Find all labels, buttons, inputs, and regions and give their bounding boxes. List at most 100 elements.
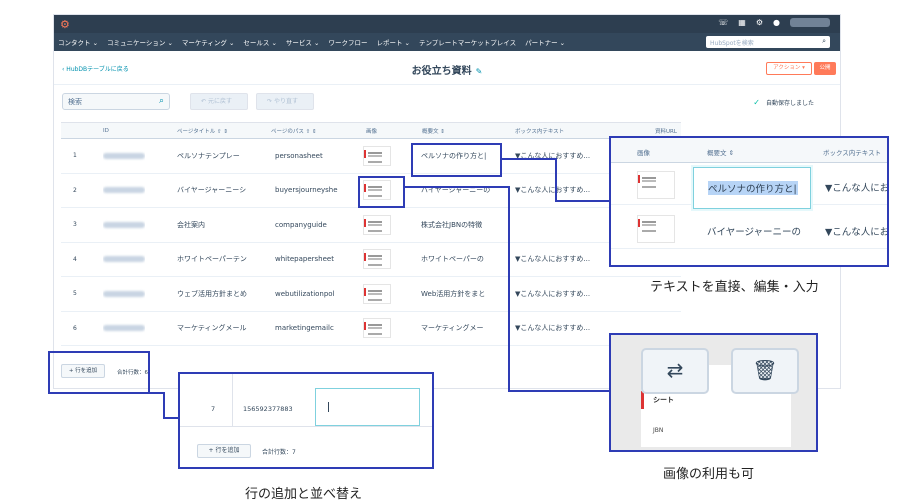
page-path-cell[interactable]: whitepapersheet <box>275 255 334 264</box>
settings-icon[interactable]: ⚙ <box>755 18 764 27</box>
nav-service[interactable]: サービス ⌄ <box>285 39 320 47</box>
connector-line <box>555 200 610 202</box>
col-image[interactable]: 画像 <box>366 128 378 135</box>
table-row[interactable]: 6 マーケティングメール marketingemailc マーケティングメー ▼こんな人… <box>61 312 681 346</box>
undo-label: 元に戻す <box>207 98 232 105</box>
replace-image-button[interactable]: ⇄ <box>641 348 709 394</box>
table-search-input[interactable]: 検索 ⌕ <box>62 93 170 110</box>
box-text-cell[interactable]: ▼こんな人におすすめ... <box>515 324 591 333</box>
summary-cell[interactable]: ペルソナの作り方と| <box>421 151 487 160</box>
global-search-input[interactable]: HubSpotを検索 ⌕ <box>706 36 830 48</box>
add-row-button[interactable]: + 行を追加 <box>61 364 105 378</box>
box-text-cell[interactable]: ▼こんな人におすすめ... <box>515 289 591 298</box>
thumbnail-image[interactable] <box>637 215 675 243</box>
page-path-cell[interactable]: marketingemailc <box>275 324 334 333</box>
thumbnail-image[interactable] <box>363 145 391 166</box>
trash-icon: 🗑 <box>752 358 778 382</box>
box-text-cell[interactable]: ▼こんな人におすすめ... <box>515 151 591 160</box>
page-title-cell[interactable]: バイヤージャーニーシ <box>177 186 247 195</box>
col-id[interactable]: ID <box>103 127 109 134</box>
thumbnail-image[interactable] <box>363 180 391 201</box>
table-row[interactable]: 3 会社案内 companyguide 株式会社JBNの特徴 <box>61 208 681 243</box>
summary-cell[interactable]: ホワイトペーパーの <box>421 255 484 264</box>
col-page-path[interactable]: ページのパス ⇧ ⇕ <box>271 128 317 135</box>
row-id-cell[interactable] <box>103 312 145 346</box>
nav-workflow[interactable]: ワークフロー <box>328 39 368 47</box>
page-title-cell[interactable]: ウェブ活用方針まとめ <box>177 289 247 298</box>
delete-image-button[interactable]: 🗑 <box>731 348 799 394</box>
thumbnail-image[interactable] <box>363 283 391 304</box>
nav-sales[interactable]: セールス ⌄ <box>243 39 277 47</box>
col-page-title[interactable]: ページタイトル ⇧ ⇕ <box>177 128 228 135</box>
undo-icon: ↶ <box>201 98 207 105</box>
swap-icon: ⇄ <box>666 358 684 382</box>
box-text-cell[interactable]: ▼こんな人にお <box>825 183 889 194</box>
page-path-cell[interactable]: personasheet <box>275 151 323 160</box>
thumbnail-image[interactable] <box>363 249 391 270</box>
row-id-cell[interactable] <box>103 174 145 208</box>
col-doc-url[interactable]: 資料URL <box>655 128 677 135</box>
page-path-cell[interactable]: webutilizationpol <box>275 289 335 298</box>
add-row-button[interactable]: + 行を追加 <box>197 444 251 458</box>
col-summary[interactable]: 概要文 ⇕ <box>422 128 445 135</box>
row-number: 6 <box>73 324 77 332</box>
summary-cell[interactable]: マーケティングメー <box>421 324 484 333</box>
page-path-cell[interactable]: buyersjourneyshe <box>275 186 338 195</box>
thumbnail-image[interactable] <box>363 214 391 235</box>
summary-selected-text[interactable]: ペルソナの作り方と| <box>708 181 798 195</box>
thumbnail-image[interactable] <box>363 318 391 339</box>
image-cell[interactable] <box>363 312 391 346</box>
pencil-icon[interactable]: ✎ <box>475 67 483 76</box>
page-title-cell[interactable]: 会社案内 <box>177 220 205 229</box>
page-title-cell[interactable]: ペルソナテンプレー <box>177 151 240 160</box>
image-cell[interactable] <box>363 139 391 173</box>
box-text-cell[interactable]: ▼こんな人にお <box>825 227 889 238</box>
box-text-cell[interactable]: ▼こんな人におすすめ... <box>515 255 591 264</box>
summary-cell[interactable]: バイヤージャーニーの <box>421 186 491 195</box>
row-id-cell[interactable] <box>103 277 145 311</box>
nav-communications[interactable]: コミュニケーション ⌄ <box>107 39 173 47</box>
row-id-cell[interactable] <box>103 208 145 242</box>
image-cell[interactable] <box>363 174 391 208</box>
summary-cell[interactable]: バイヤージャーニーの <box>707 227 802 238</box>
hubdb-table: ID ページタイトル ⇧ ⇕ ページのパス ⇧ ⇕ 画像 概要文 ⇕ ボックス内… <box>61 122 681 346</box>
summary-edit-field[interactable]: ペルソナの作り方と| <box>693 167 811 209</box>
phone-icon[interactable]: ☏ <box>718 18 729 27</box>
row-id-cell[interactable] <box>103 139 145 173</box>
redo-button[interactable]: ↷ やり直す <box>256 93 314 110</box>
nav-contacts[interactable]: コンタクト ⌄ <box>58 39 99 47</box>
image-cell[interactable] <box>363 277 391 311</box>
col-box-text[interactable]: ボックス内テキスト <box>515 128 565 135</box>
nav-reports[interactable]: レポート ⌄ <box>376 39 410 47</box>
search-icon: ⌕ <box>822 37 826 45</box>
new-row-edit-cell[interactable] <box>315 388 420 426</box>
row-id-cell[interactable] <box>103 243 145 277</box>
summary-cell[interactable]: 株式会社JBNの特徴 <box>421 220 483 229</box>
hubspot-logo-icon[interactable]: ⚙ <box>60 18 70 31</box>
page-title-cell[interactable]: マーケティングメール <box>177 324 247 333</box>
nav-partner[interactable]: パートナー ⌄ <box>525 39 566 47</box>
account-menu[interactable] <box>790 18 830 27</box>
publish-button[interactable]: 公開 <box>814 62 836 75</box>
nav-template-marketplace[interactable]: テンプレートマーケットプレイス <box>418 39 517 47</box>
summary-cell[interactable]: Web活用方針をまと <box>421 289 486 298</box>
page-path-cell[interactable]: companyguide <box>275 220 327 229</box>
image-cell[interactable] <box>363 243 391 277</box>
box-text-cell[interactable]: ▼こんな人におすすめ... <box>515 186 591 195</box>
nav-marketing[interactable]: マーケティング ⌄ <box>181 39 235 47</box>
table-search-placeholder: 検索 <box>68 98 82 106</box>
row-total: 合計行数：7 <box>262 449 296 456</box>
back-link[interactable]: ‹ HubDBテーブルに戻る <box>62 66 129 73</box>
undo-button[interactable]: ↶ 元に戻す <box>190 93 248 110</box>
page-title-cell[interactable]: ホワイトペーパーテン <box>177 255 247 264</box>
connector-line <box>508 390 610 392</box>
action-button[interactable]: アクション ▾ <box>766 62 812 75</box>
row-number: 3 <box>73 221 77 229</box>
bell-icon[interactable]: ● <box>773 18 780 27</box>
image-cell[interactable] <box>363 208 391 242</box>
marketplace-icon[interactable]: ▦ <box>738 18 746 27</box>
thumbnail-image[interactable] <box>637 171 675 199</box>
